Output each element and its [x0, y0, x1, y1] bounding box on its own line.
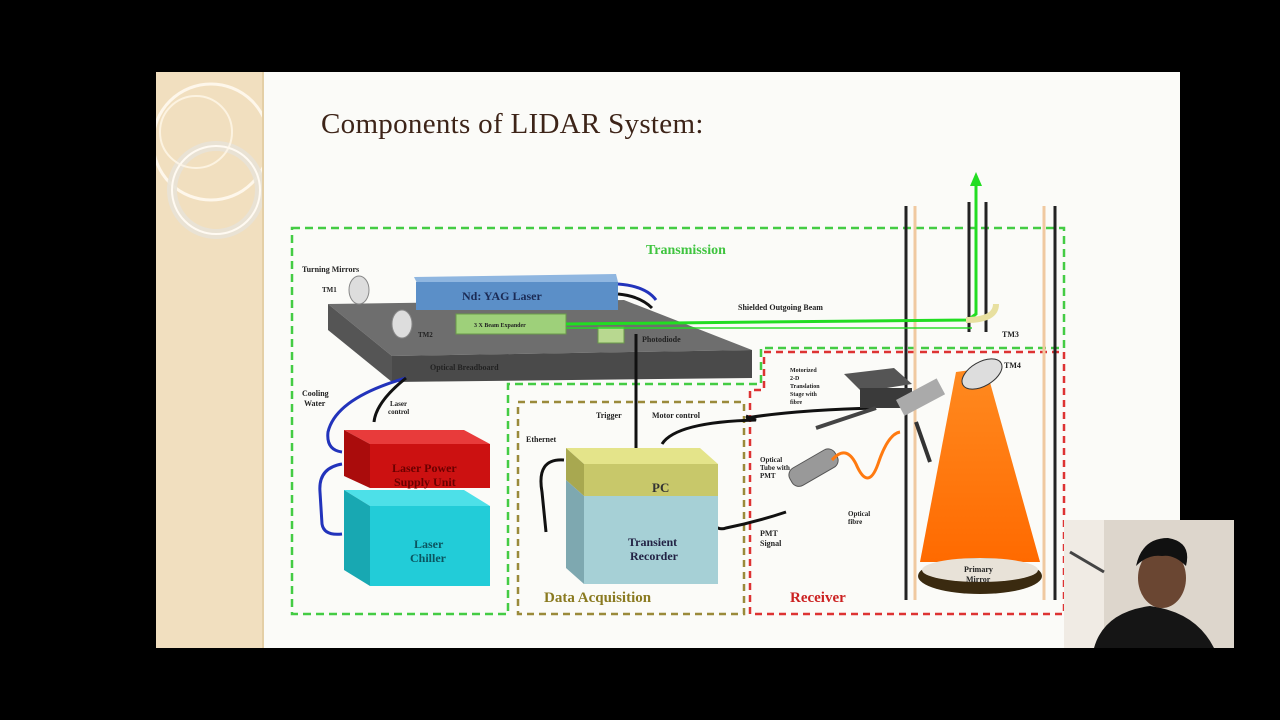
laser-beam: Shielded Outgoing Beam — [565, 172, 999, 329]
transmission-section: Transmission — [290, 226, 1066, 616]
optical-fibre-label-1: Optical — [848, 510, 870, 518]
lidar-diagram: Transmission Data Acquisition Receiver O… — [290, 172, 1066, 616]
recorder-label-2: Recorder — [630, 549, 679, 563]
primary-mirror-label-1: Primary — [964, 565, 993, 574]
stage-label-3: Translation — [790, 384, 820, 390]
stage-label-5: fibre — [790, 400, 803, 406]
power-supply-label-1: Laser Power — [392, 461, 457, 475]
pc-unit: PC — [566, 448, 718, 496]
recorder-label-1: Transient — [628, 535, 677, 549]
power-supply-label-2: Supply Unit — [394, 475, 456, 489]
cooling-water-label-1: Cooling — [302, 389, 329, 398]
motor-control-label: Motor control — [652, 411, 701, 420]
translation-stage: Motorized 2-D Translation Stage with fib… — [790, 368, 946, 463]
transient-recorder: Transient Recorder — [566, 480, 718, 584]
cooling-water-label-2: Water — [304, 399, 326, 408]
receiver-section: Receiver — [748, 350, 1066, 616]
chiller-label-2: Chiller — [410, 551, 447, 565]
photodiode: Photodiode — [597, 326, 681, 344]
stage-label-1: Motorized — [790, 368, 817, 374]
receiver-label: Receiver — [790, 590, 846, 606]
photodiode-label: Photodiode — [642, 335, 681, 344]
optical-breadboard-label: Optical Breadboard — [430, 363, 499, 372]
optical-tube-label-1: Optical — [760, 456, 782, 464]
presenter-video — [1064, 520, 1234, 648]
laser-power-supply: Laser Power Supply Unit — [344, 430, 490, 489]
laser-control-label-2: control — [388, 408, 409, 416]
turning-mirrors: Turning Mirrors TM1 TM2 TM3 TM4 — [302, 265, 1021, 370]
nd-yag-laser: Nd: YAG Laser — [414, 274, 618, 310]
tm2-label: TM2 — [418, 331, 433, 339]
slide: Components of LIDAR System: Transmission… — [156, 72, 1180, 648]
transmission-label: Transmission — [646, 243, 726, 258]
trigger-label: Trigger — [596, 411, 622, 420]
optical-tube-label-2: Tube with — [760, 464, 790, 472]
vertical-poles — [904, 202, 1057, 600]
shielded-beam-label: Shielded Outgoing Beam — [738, 303, 823, 312]
stage-label-2: 2-D — [790, 376, 800, 382]
ethernet-label: Ethernet — [526, 435, 557, 444]
primary-mirror-cone: Primary Mirror — [918, 358, 1042, 594]
optical-fibre-label-2: fibre — [848, 518, 862, 526]
laser-control-label-1: Laser — [390, 400, 407, 408]
tm4-label: TM4 — [1004, 361, 1021, 370]
misc-labels: Cooling Water Laser control Trigger Moto… — [302, 389, 782, 548]
pmt-signal-label-1: PMT — [760, 529, 778, 538]
slide-sidebar-decoration — [156, 72, 271, 648]
chiller-label-1: Laser — [414, 537, 444, 551]
primary-mirror-label-2: Mirror — [966, 575, 991, 584]
laser-label: Nd: YAG Laser — [462, 289, 542, 303]
laser-chiller: Laser Chiller — [344, 490, 490, 586]
data-acquisition-label: Data Acquisition — [544, 590, 652, 606]
optical-tube: Optical Tube with PMT Optical fibre — [760, 430, 901, 526]
tm1-label: TM1 — [322, 286, 337, 294]
tm3-label: TM3 — [1002, 330, 1019, 339]
stage-label-4: Stage with — [790, 392, 817, 398]
data-acquisition-section: Data Acquisition — [516, 400, 746, 616]
turning-mirrors-label: Turning Mirrors — [302, 265, 359, 274]
webcam-overlay — [1064, 520, 1234, 648]
beam-expander: 3 X Beam Expander — [455, 313, 567, 335]
pc-label: PC — [652, 480, 669, 495]
optical-tube-label-3: PMT — [760, 472, 776, 480]
pmt-signal-label-2: Signal — [760, 539, 782, 548]
slide-title: Components of LIDAR System: — [321, 108, 704, 140]
beam-expander-label: 3 X Beam Expander — [474, 323, 526, 329]
optical-breadboard: Optical Breadboard — [328, 300, 752, 382]
